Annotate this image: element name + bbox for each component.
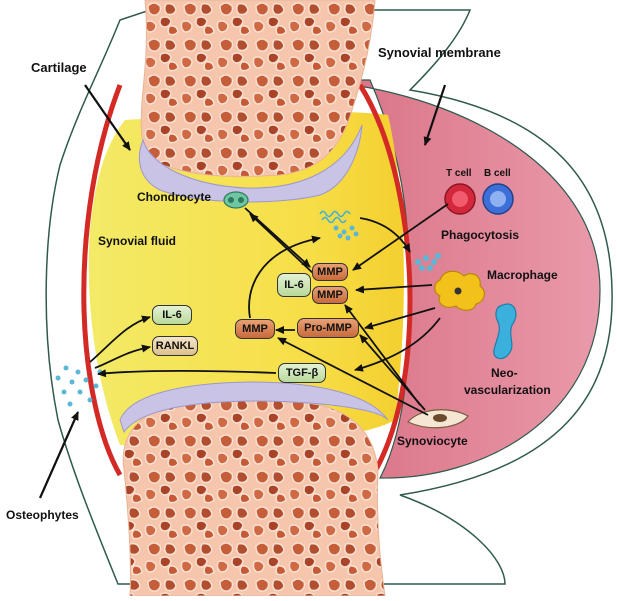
mmp-left-box: MMP xyxy=(235,319,275,339)
mmp-top-box: MMP xyxy=(312,263,348,281)
pro-mmp-box: Pro-MMP xyxy=(297,318,359,338)
b-cell-label: B cell xyxy=(484,168,511,179)
il6-center-box: IL-6 xyxy=(277,273,311,297)
synovial-fluid-label: Synovial fluid xyxy=(98,234,177,248)
rankl-box: RANKL xyxy=(152,336,198,356)
t-cell xyxy=(444,183,476,215)
cartilage-pointer xyxy=(84,84,131,151)
osteophytes-pointer xyxy=(38,411,80,499)
phagocytosis-particles xyxy=(415,253,441,271)
neovascularization-label-line2: vascularization xyxy=(464,383,551,397)
chondrocyte-label: Chondrocyte xyxy=(137,190,212,204)
neovascularization-label-line1: Neo- xyxy=(491,366,518,380)
synovial-membrane-label: Synovial membrane xyxy=(378,45,501,60)
tgf-beta-box: TGF-β xyxy=(278,363,326,383)
synoviocyte-label: Synoviocyte xyxy=(397,434,468,448)
lower-bone xyxy=(122,398,386,597)
lower-cartilage xyxy=(119,381,389,434)
osteophytes-label: Osteophytes xyxy=(6,508,79,522)
membrane-red-border-right xyxy=(357,83,413,482)
upper-cartilage xyxy=(138,124,363,203)
macrophage-label: Macrophage xyxy=(487,268,558,282)
il6-left-box: IL-6 xyxy=(152,305,192,325)
mmp-bottom-box: MMP xyxy=(312,286,348,304)
synovial-membrane-pointer xyxy=(423,84,447,146)
synoviocyte-cell xyxy=(407,409,469,429)
upper-bone xyxy=(140,0,376,177)
protein-fragments xyxy=(319,210,351,224)
t-cell-label: T cell xyxy=(446,168,472,179)
chondrocyte-cell xyxy=(223,191,249,209)
membrane-red-border-left xyxy=(81,84,123,477)
b-cell xyxy=(482,183,514,215)
protein-particles xyxy=(333,225,359,241)
cartilage-label: Cartilage xyxy=(31,60,87,75)
phagocytosis-label: Phagocytosis xyxy=(441,228,520,242)
neovessel xyxy=(493,303,517,360)
